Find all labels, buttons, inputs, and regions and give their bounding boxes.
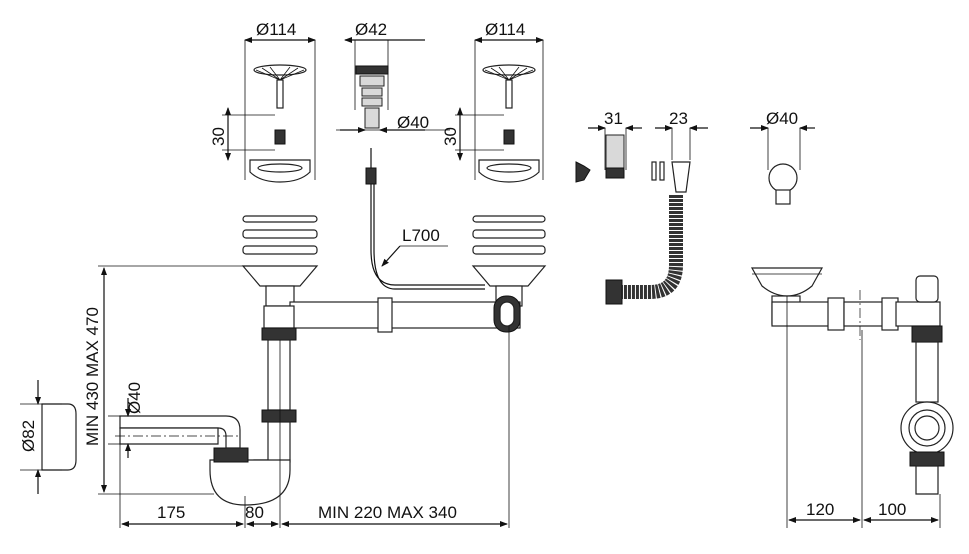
label-basket-left-diameter: Ø114 [256,20,296,39]
label-side-outlet-diameter: Ø40 [766,109,798,128]
label-overflow-diameter: Ø42 [355,20,387,39]
main-siphon-assembly [115,215,547,506]
overflow-fitting [336,37,485,290]
label-dim-100: 100 [878,500,906,519]
side-view-assembly [750,267,954,495]
label-basket-left-height: 30 [209,127,228,146]
label-cable-length: L700 [402,226,440,245]
basket-strainer-left [222,37,316,183]
label-dim-120: 120 [806,500,834,519]
label-spacing-range: MIN 220 MAX 340 [318,503,457,522]
label-connector-length: 31 [604,109,623,128]
label-basket-right-height: 30 [441,127,460,146]
connector-parts [575,125,708,305]
label-connector-width: 23 [669,109,688,128]
label-outlet-diameter: Ø40 [125,382,144,414]
side-outlet [750,125,815,205]
basket-strainer-right [455,37,544,183]
label-overflow-outlet-diameter: Ø40 [397,113,429,132]
end-cap [20,380,77,494]
label-cap-diameter: Ø82 [19,420,38,452]
label-basket-right-diameter: Ø114 [485,20,525,39]
label-height-range: MIN 430 MAX 470 [83,307,102,446]
label-dim-175: 175 [157,503,185,522]
label-dim-80: 80 [245,503,264,522]
